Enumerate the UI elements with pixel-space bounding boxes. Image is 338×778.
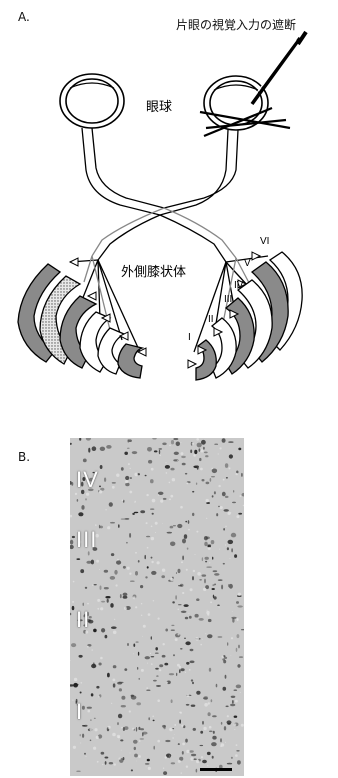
panel-b-label: B. [18,450,30,464]
lgn-label: 外側膝状体 [121,265,186,280]
layer-num-5: V [244,258,251,269]
layer-label-i: I [76,700,83,724]
layer-label-iv: IV [76,468,99,492]
left-lgn [18,264,142,378]
layer-label-iii: III [76,528,97,552]
visual-pathway-diagram: 眼球 外側膝状体 I II III IV V VI [0,0,338,430]
lgn-micrograph: IV III II I [70,438,244,776]
eyeball-label: 眼球 [146,100,172,115]
left-eyeball [60,74,124,128]
layer-num-3: III [224,294,232,305]
scale-bar [200,768,232,771]
layer-label-ii: II [76,608,90,632]
layer-num-1: I [188,332,191,343]
left-lgn-layer-1 [118,344,142,378]
layer-num-4: IV [234,280,244,291]
pipette-icon [250,32,306,104]
layer-num-6: VI [260,236,269,247]
layer-num-2: II [208,314,214,325]
